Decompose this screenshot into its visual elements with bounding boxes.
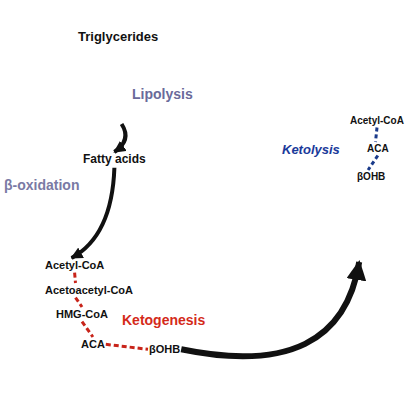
- mitochondrion-outline: [0, 178, 295, 413]
- dashed-connector: [76, 298, 83, 307]
- fat-cell: Triglycerides: [0, 0, 208, 124]
- molecule-label: Fatty acids: [82, 152, 147, 168]
- node-text: βOHB: [149, 343, 180, 356]
- node-text: βOHB: [357, 171, 385, 183]
- text-holder: Triglycerides: [78, 27, 158, 45]
- node-text: ACA: [81, 338, 105, 351]
- molecule-label: βOHB: [356, 170, 386, 184]
- molecule-label: Acetoacetyl-CoA: [44, 283, 134, 298]
- node-text: Ketogenesis: [122, 312, 205, 328]
- neuron-soma: Ketolysis Acetyl-CoA ACA βOHB: [280, 95, 412, 262]
- molecule-label: βOHB: [148, 342, 181, 357]
- fat-cell-outline: [0, 0, 208, 124]
- dashed-connector: [368, 156, 378, 171]
- molecule-label: HMG-CoA: [55, 307, 109, 322]
- node-text: Fatty acids: [83, 153, 146, 167]
- dashed-connector: [376, 128, 378, 143]
- dashed-connector: [82, 322, 93, 337]
- edge-label: Lipolysis: [132, 86, 193, 102]
- molecule-label: Acetyl-CoA: [44, 258, 105, 273]
- node-text: ACA: [367, 143, 389, 155]
- arrow-connector: [114, 124, 125, 152]
- mitochondrion: Ketogenesis Acetyl-CoA Acetoacetyl-CoA HMG-…: [0, 178, 295, 413]
- node-text: Acetyl-CoA: [45, 259, 104, 272]
- molecule-label: ACA: [80, 337, 106, 352]
- dashed-connector: [73, 273, 77, 283]
- molecule-label: Acetyl-CoA: [349, 114, 405, 128]
- text-holder: Ketolysis: [282, 140, 340, 158]
- node-text: Ketolysis: [282, 143, 340, 158]
- node-text: Acetoacetyl-CoA: [45, 284, 133, 297]
- dashed-connector: [106, 344, 148, 349]
- text-holder: Ketogenesis: [122, 311, 205, 329]
- arrow-connector: [181, 262, 359, 356]
- node-text: HMG-CoA: [56, 308, 108, 321]
- node-text: Acetyl-CoA: [350, 115, 404, 127]
- edge-label: β-oxidation: [4, 177, 79, 193]
- node-text: Triglycerides: [78, 30, 158, 45]
- molecule-label: ACA: [366, 142, 390, 156]
